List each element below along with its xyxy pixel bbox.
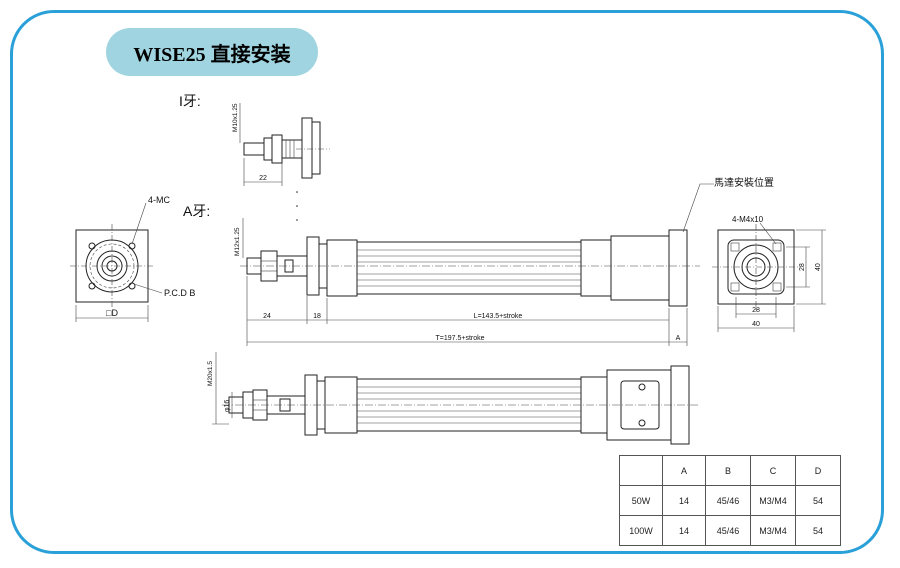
- m4-hole: [730, 282, 740, 292]
- m12-dim-label: M12x1.25: [234, 227, 241, 256]
- flange-front-view: 4-MC P.C.D B □D: [70, 195, 195, 322]
- spec-table: A B C D 50W 14 45/46 M3/M4 54 100W 14 45…: [619, 455, 841, 546]
- m4-hole: [772, 242, 782, 252]
- table-cell: 45/46: [705, 485, 751, 516]
- h28-label: 28: [799, 263, 806, 271]
- m10-dim-label: M10x1.25: [232, 103, 239, 132]
- table-cell: M3/M4: [750, 515, 796, 546]
- table-cell: 45/46: [705, 515, 751, 546]
- m4-hole: [730, 242, 740, 252]
- cylinder-front-cap: [326, 239, 358, 297]
- pcd-label: P.C.D B: [164, 288, 195, 298]
- i-thread-detail: I牙: M10x1.25 22: [179, 93, 330, 221]
- dim-18-label: 18: [313, 313, 321, 320]
- m4-hole: [772, 282, 782, 292]
- a-thread-label: A牙:: [183, 203, 210, 219]
- table-cell: 14: [662, 485, 706, 516]
- mounting-hole: [128, 282, 136, 290]
- m4-label: 4-M4x10: [732, 215, 764, 224]
- mounting-hole: [88, 282, 96, 290]
- motor-adapter: [610, 235, 670, 301]
- motor-position-label: 馬達安裝位置: [714, 176, 774, 189]
- mc-label: 4-MC: [148, 195, 170, 205]
- w40-label: 40: [752, 321, 760, 328]
- table-header-cell: [619, 455, 663, 486]
- m20-dim-label: M20x1.5: [207, 361, 214, 386]
- motor-mount-plate: [668, 229, 688, 307]
- table-cell: 50W: [619, 485, 663, 516]
- table-row: 50W 14 45/46 M3/M4 54: [619, 485, 841, 516]
- table-cell: M3/M4: [750, 485, 796, 516]
- w28-label: 28: [752, 307, 760, 314]
- table-cell: 54: [795, 485, 841, 516]
- dim-a-label: A: [676, 335, 681, 342]
- table-header-row: A B C D: [619, 455, 841, 486]
- page-frame: [10, 10, 884, 554]
- mounting-hole: [128, 242, 136, 250]
- table-header-cell: B: [705, 455, 751, 486]
- i-thread-label: I牙:: [179, 93, 201, 109]
- l-length-label: L=143.5+stroke: [474, 313, 523, 320]
- table-header-cell: A: [662, 455, 706, 486]
- mounting-hole: [88, 242, 96, 250]
- page-title: WISE25 直接安装: [106, 28, 318, 76]
- table-cell: 54: [795, 515, 841, 546]
- t-length-label: T=197.5+stroke: [435, 335, 484, 342]
- dim-24-label: 24: [263, 313, 271, 320]
- i-rod-end: [243, 142, 265, 156]
- table-header-cell: D: [795, 455, 841, 486]
- bottom-side-view: M20x1.5 φ16: [207, 352, 700, 445]
- h40-label: 40: [815, 263, 822, 271]
- table-cell: 100W: [619, 515, 663, 546]
- d-square-label: □D: [106, 308, 118, 318]
- a-thread-side-view: A牙: M12x1.25 24 18: [183, 176, 774, 346]
- table-cell: 14: [662, 515, 706, 546]
- table-header-cell: C: [750, 455, 796, 486]
- dim-22-label: 22: [259, 175, 267, 182]
- table-row: 100W 14 45/46 M3/M4 54: [619, 515, 841, 546]
- i-flange-nut: [301, 117, 313, 179]
- dia16-dim-label: φ16: [224, 400, 231, 412]
- motor-end-view: 4-M4x10 28 40 28 40: [712, 215, 826, 332]
